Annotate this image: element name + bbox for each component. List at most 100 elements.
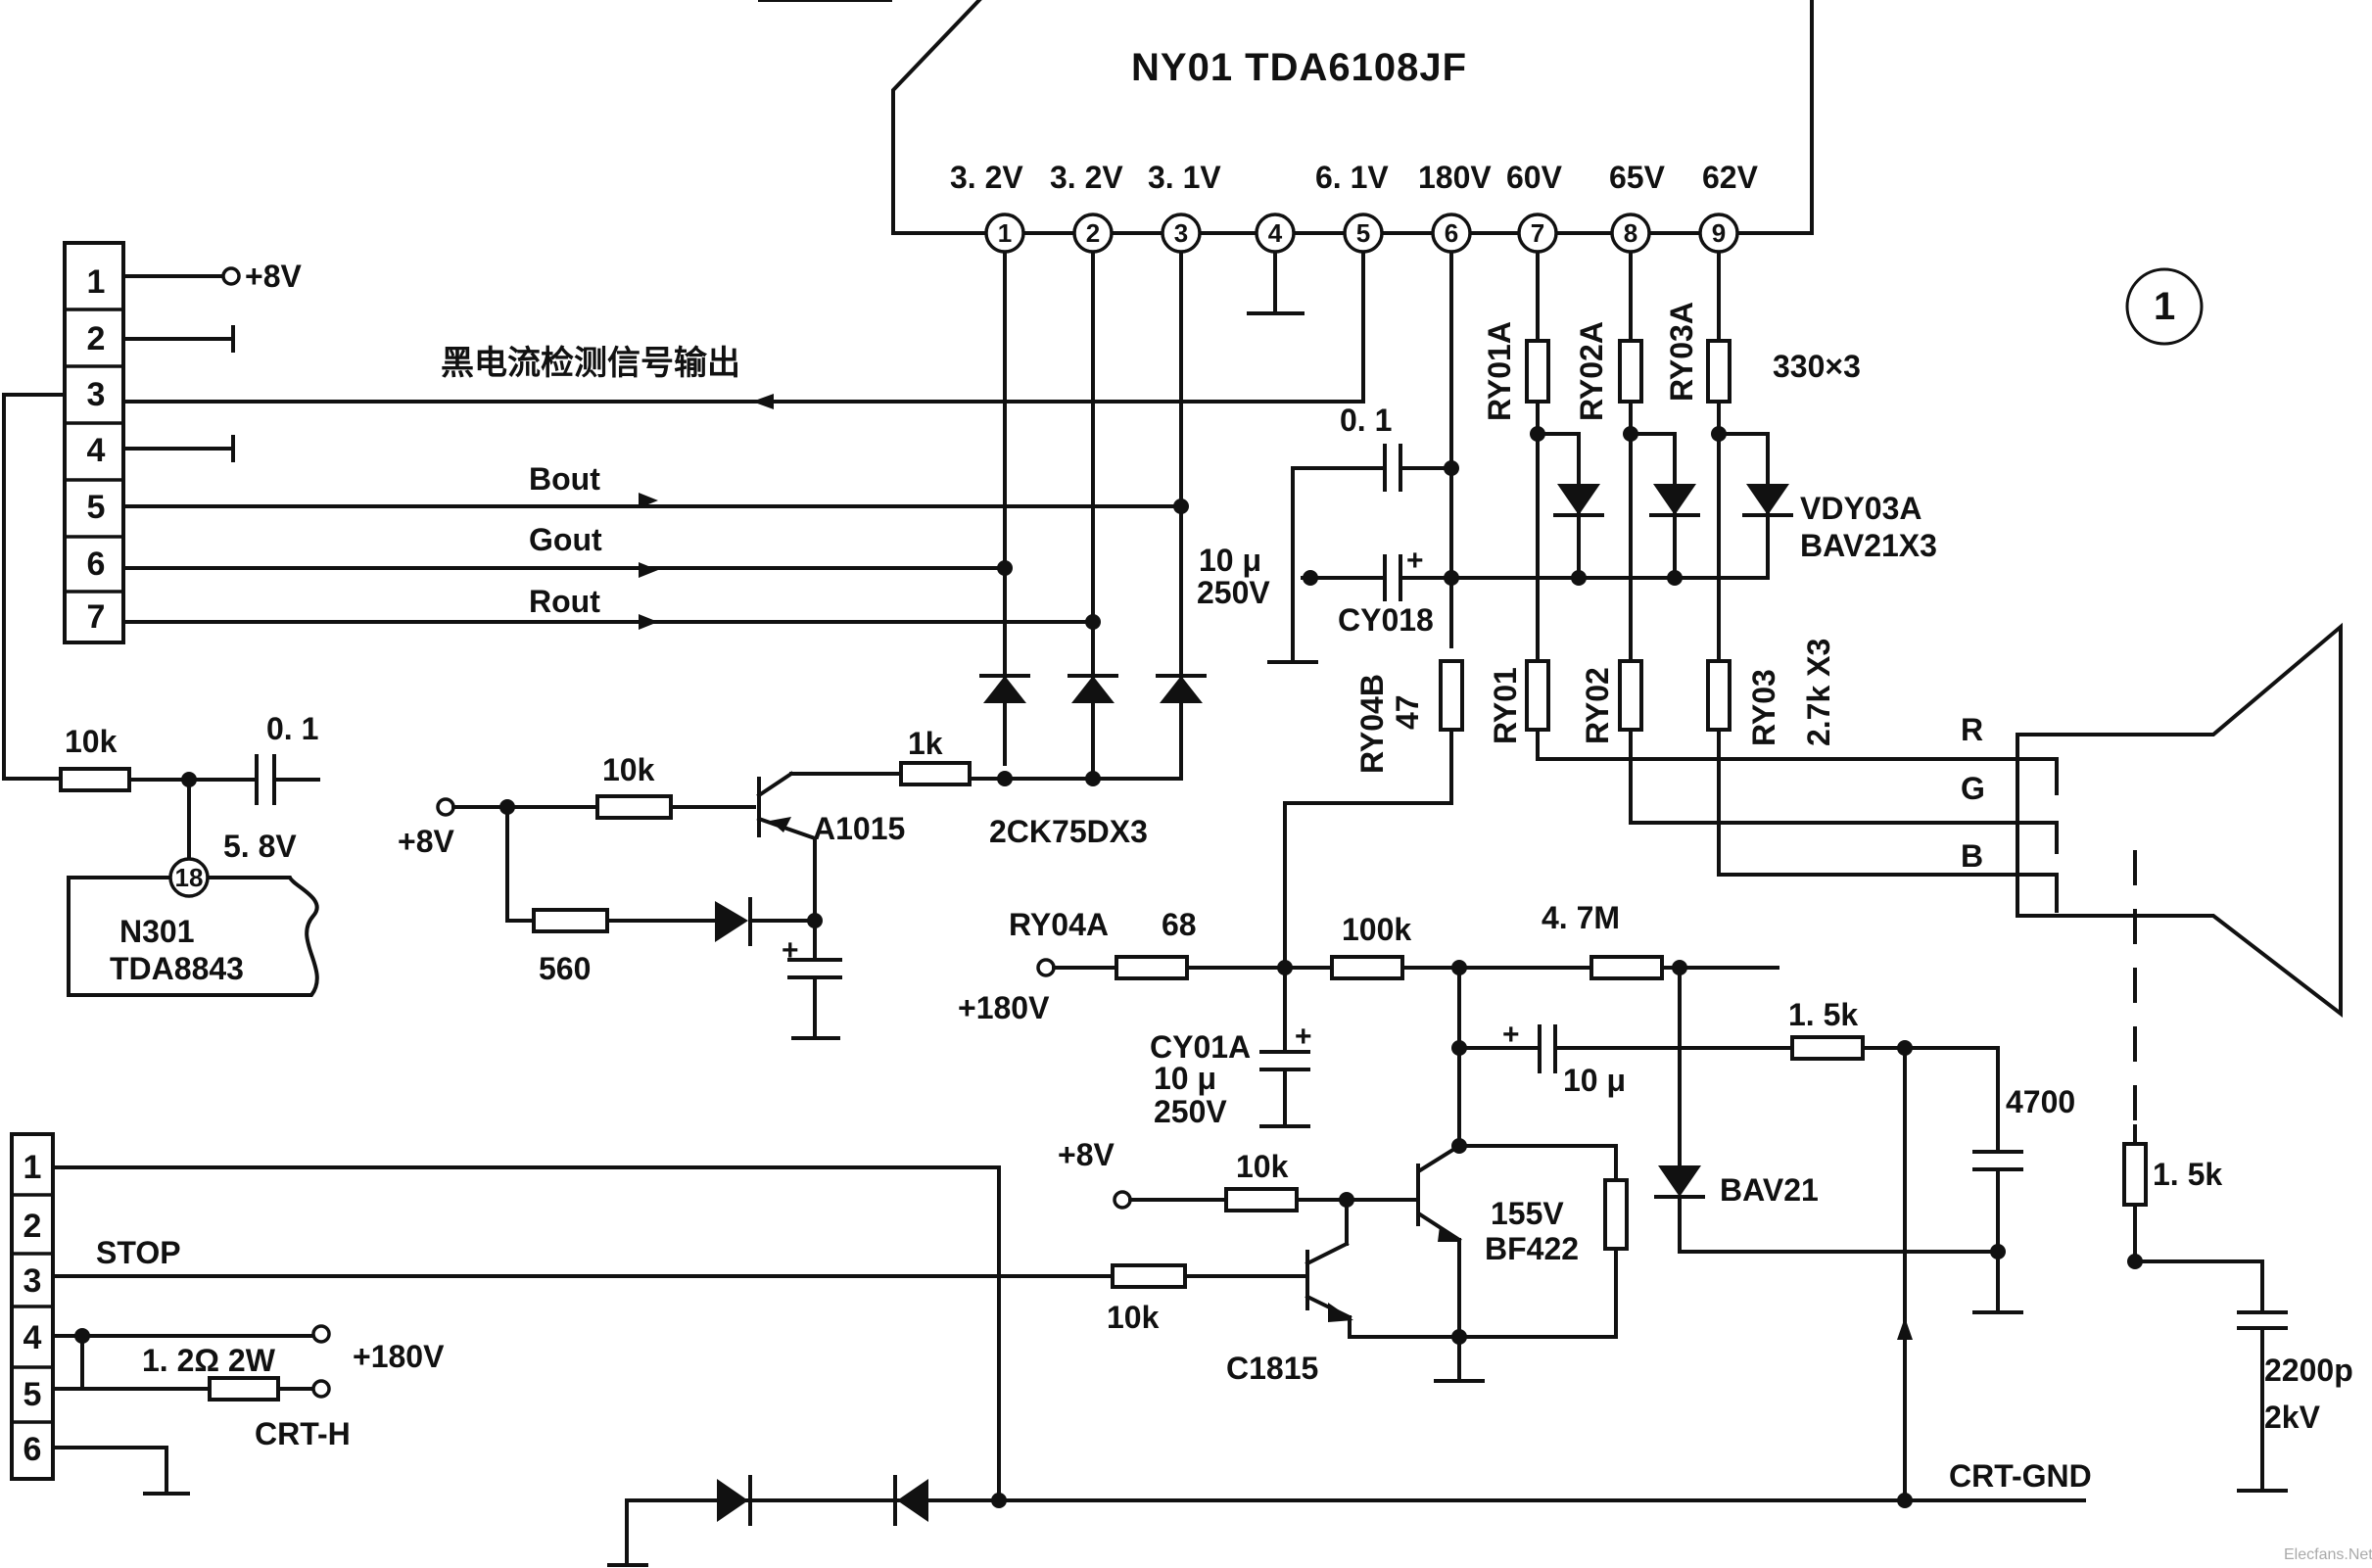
ic-pin-voltage-6: 180V [1418,160,1492,195]
ic-pin-4: 4 [1268,218,1283,248]
n301-part: TDA8843 [110,951,244,986]
ic-pin-voltage-9: 62V [1702,160,1759,195]
ic-pin-3: 3 [1174,218,1188,248]
ic-pin-6: 6 [1445,218,1458,248]
plus8v-b: +8V [1058,1137,1115,1172]
c-01-a: 0. 1 [266,711,318,746]
ic-pin-1: 1 [998,218,1012,248]
q-bf422: BF422 [1485,1231,1579,1266]
plus8v-a: +8V [398,824,454,859]
ic-pin-voltage-1: 3. 2V [950,160,1023,195]
ic-pin-voltage-3: 3. 1V [1148,160,1221,195]
d-bav21: BAV21 [1720,1172,1819,1208]
ic-pin-voltage-8: 65V [1609,160,1666,195]
ry02a: RY02A [1574,321,1609,421]
d-2ck75: 2CK75DX3 [989,814,1148,849]
label-stop: STOP [96,1235,181,1270]
cy018: CY018 [1338,602,1434,638]
conn-bot-pin-1: 1 [24,1149,42,1186]
conn-bot-pin-5: 5 [24,1376,42,1413]
pin56-block: 0. 1 10 μ 250V + CY018 RY04B 47 [1197,400,1770,967]
c-2kv: 2kV [2264,1400,2321,1435]
bottom-rail: CRT-GND [607,1458,2092,1567]
r-10k-a: 10k [65,724,118,759]
c-2200p: 2200p [2264,1353,2353,1388]
figure-mark-ring [2125,267,2204,346]
conn-top-pin-4: 4 [87,432,106,469]
conn-top-pin-3: 3 [87,376,106,413]
ic-pin-7: 7 [1531,218,1544,248]
ic-title: NY01 TDA6108JF [1131,46,1467,89]
crt-tube [2016,622,2343,1126]
r-10k-c: 10k [1236,1149,1289,1184]
conn-top-pin-1: 1 [87,263,106,301]
label-bout: Bout [529,461,600,497]
ry04b: RY04B [1354,674,1390,774]
c-10u-a: 10 μ [1199,543,1261,578]
figure-mark: 1 [2154,285,2176,328]
bav21x3: BAV21X3 [1800,528,1937,563]
r-560: 560 [539,951,591,986]
ry04a: RY04A [1009,907,1109,942]
svg-text:+: + [1295,1021,1313,1053]
ic-pin-voltage-2: 3. 2V [1050,160,1123,195]
c-4700: 4700 [2006,1084,2075,1119]
q-a1015: A1015 [813,811,905,846]
crt-g: G [1961,771,1985,806]
label-rout: Rout [529,584,600,619]
r-1k: 1k [908,726,943,761]
conn-top-pin-7: 7 [87,598,106,636]
rgb-out-block: RY01A RY02A RY03A 330×3 VDY03A BAV21X3 R… [1482,302,2059,877]
conn-bot-pin-3: 3 [24,1262,42,1300]
r-68: 68 [1162,907,1197,942]
label-crt-gnd: CRT-GND [1949,1458,2092,1494]
plus180v-b: +180V [353,1339,445,1374]
ry01a: RY01A [1482,321,1517,421]
vdy03a: VDY03A [1800,491,1922,526]
connector-top: 1 2 3 4 5 6 7 +8V 黑电流检测信号输出 Bout Gout Ro… [2,241,1365,781]
r-100k: 100k [1342,912,1411,947]
c-10u-b: 10 μ [1154,1061,1216,1096]
v-58: 5. 8V [223,829,297,864]
n301-pin: 18 [175,863,204,892]
ic-pin-8: 8 [1624,218,1637,248]
r-10k-d: 10k [1107,1300,1160,1335]
c-01-b: 0. 1 [1340,403,1392,438]
crt-r: R [1961,712,1983,747]
watermark: Elecfans.Net [2284,1546,2372,1563]
r-47m: 4. 7M [1542,900,1620,935]
svg-text:+: + [1502,1019,1521,1051]
ic-pin-voltage-5: 6. 1V [1315,160,1389,195]
c-250v-b: 250V [1154,1094,1227,1129]
supply-block: RY04A 68 +180V 100k 4. 7M + CY01A 10 μ 2… [958,900,2353,1502]
a1015-block: +8V 10k A1015 1k 2CK75DX3 560 [398,674,1207,1040]
r-27kx3: 2.7k X3 [1801,639,1836,746]
crt-b: B [1961,838,1983,874]
r-15k-a: 1. 5k [1788,997,1858,1032]
ic-pin-5: 5 [1356,218,1370,248]
label-crt-h: CRT-H [255,1416,351,1451]
cy01a: CY01A [1150,1029,1251,1065]
svg-text:+: + [782,934,800,967]
connector-bottom: 1 2 3 4 5 6 STOP +180V 1. 2Ω 2W CRT-H [10,1132,1115,1502]
n301-name: N301 [119,914,195,949]
q-c1815: C1815 [1226,1351,1318,1386]
conn-top-pin-5: 5 [87,489,106,526]
n301-area: 10k 0. 1 5. 8V 18 N301 TDA8843 [59,711,320,997]
c-250v-a: 250V [1197,575,1270,610]
conn-bot-pin-6: 6 [24,1431,42,1468]
r-15k-b: 1. 5k [2153,1157,2222,1192]
svg-text:+: + [1406,545,1425,577]
v-155: 155V [1491,1196,1564,1231]
r-47: 47 [1390,694,1425,730]
ry03a: RY03A [1664,302,1699,402]
conn-top-plus8v: +8V [245,259,302,294]
ry01: RY01 [1488,667,1523,744]
ry03: RY03 [1746,669,1781,746]
plus180v-a: +180V [958,990,1050,1025]
ic-pin-2: 2 [1086,218,1100,248]
signal-note: 黑电流检测信号输出 [441,344,740,383]
r-330x3: 330×3 [1773,349,1861,384]
ry02: RY02 [1580,667,1615,744]
